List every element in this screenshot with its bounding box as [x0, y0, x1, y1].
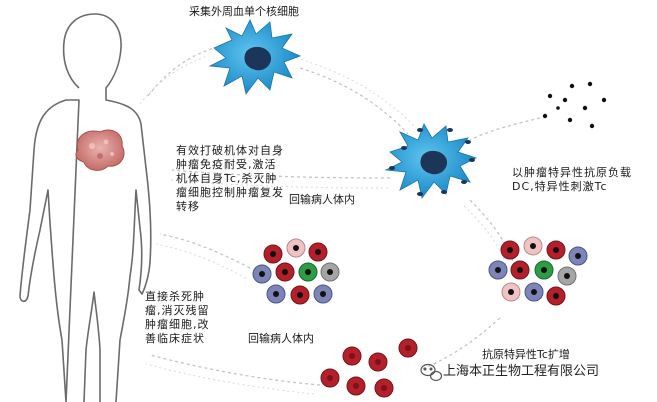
- wechat-icon: [420, 363, 443, 382]
- label-tumor-dc: 以肿瘤特异性抗原负载DC,特异性刺激Tc: [512, 166, 632, 193]
- label-infuse-top: 回输病人体内: [289, 193, 355, 206]
- flow-arrows: [147, 47, 541, 386]
- label-collect-pbmc: 采集外周血单个核细胞: [189, 5, 299, 18]
- tumor-antigens: [542, 81, 607, 129]
- tumor: [75, 129, 125, 171]
- dendritic-cell: [208, 19, 302, 95]
- cell-cluster-bottom: [320, 338, 418, 398]
- flow-arrows-outer: [139, 55, 509, 395]
- watermark-text: 上海本正生物工程有限公司: [443, 364, 600, 379]
- arrow-loaded-to-body: [171, 169, 391, 179]
- label-infuse-bottom: 回输病人体内: [248, 332, 314, 345]
- arrow-expand-to-bottom: [419, 317, 501, 371]
- arrow-bottom-to-body: [149, 354, 321, 386]
- cell-cluster-infused: [252, 238, 340, 305]
- cell-cluster-expanded: [488, 236, 588, 306]
- loaded-dendritic-cell: [384, 123, 478, 199]
- human-body: [19, 13, 152, 402]
- label-immune-effect: 有效打破机体对自身肿瘤免疫耐受,激活机体自身Tc,杀灭肿瘤细胞控制肿瘤复发转移: [176, 144, 284, 213]
- label-expand-tc: 抗原特异性Tc扩增: [482, 348, 570, 361]
- label-direct-kill: 直接杀死肿瘤,消灭残留肿瘤细胞,改善临床症状: [145, 290, 210, 345]
- arrow-body-to-dc: [147, 47, 215, 97]
- arrow-cluster-to-body: [159, 233, 251, 269]
- arrow-dc-to-loaded: [299, 67, 409, 135]
- arrow-antigen-to-loaded: [469, 117, 541, 141]
